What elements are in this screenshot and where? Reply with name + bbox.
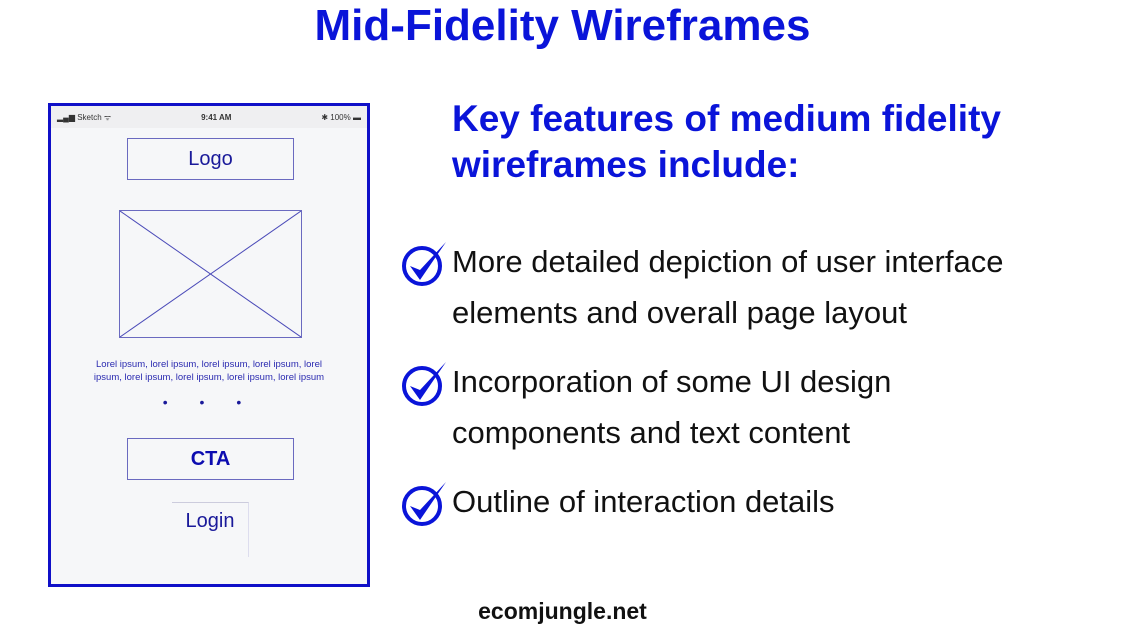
check-circle-icon: [400, 236, 452, 338]
feature-text: Outline of interaction details: [452, 484, 835, 519]
feature-item: Incorporation of some UI design componen…: [400, 356, 952, 458]
cta-button[interactable]: CTA: [127, 438, 294, 480]
pagination-dots[interactable]: • • •: [162, 394, 256, 410]
image-placeholder: [119, 210, 302, 338]
check-circle-icon: [400, 356, 452, 458]
page-title: Mid-Fidelity Wireframes: [314, 1, 811, 50]
logo-placeholder: Logo: [127, 138, 294, 180]
signal-label: ▂▄▆ Sketch ᯤ: [57, 112, 112, 122]
features-heading: Key features of medium fidelity wirefram…: [452, 98, 1001, 185]
feature-item: Outline of interaction details: [400, 476, 1112, 535]
battery-label: ✱ 100% ▬: [321, 112, 361, 122]
feature-item: More detailed depiction of user interfac…: [400, 236, 1112, 338]
phone-wireframe: ▂▄▆ Sketch ᯤ 9:41 AM ✱ 100% ▬ Logo Lorel…: [48, 103, 370, 587]
feature-text: Incorporation of some UI design componen…: [452, 364, 892, 450]
check-circle-icon: [400, 476, 452, 535]
image-placeholder-icon: [119, 210, 302, 338]
status-bar: ▂▄▆ Sketch ᯤ 9:41 AM ✱ 100% ▬: [51, 106, 367, 128]
footer-site-name: ecomjungle.net: [478, 598, 647, 624]
body-text: Lorel ipsum, lorel ipsum, lorel ipsum, l…: [93, 359, 325, 383]
feature-text: More detailed depiction of user interfac…: [452, 244, 1004, 330]
login-link[interactable]: Login: [172, 502, 249, 557]
time-label: 9:41 AM: [201, 112, 232, 122]
